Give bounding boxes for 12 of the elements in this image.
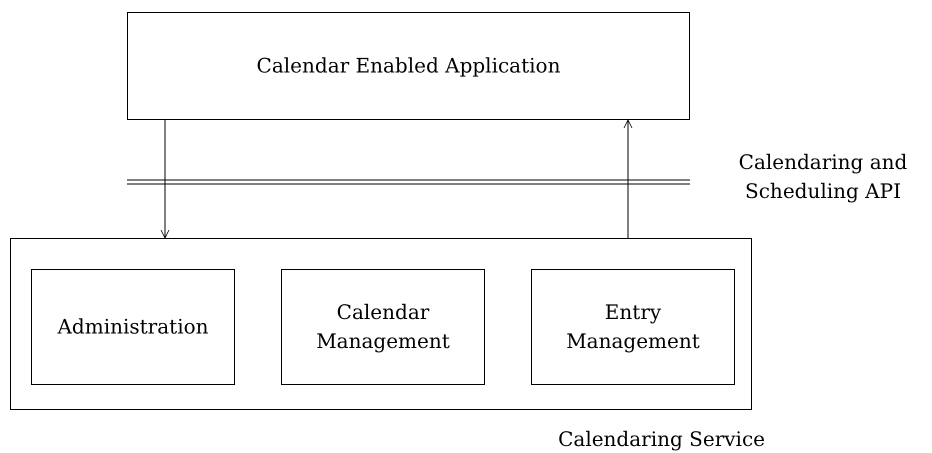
node-label: Entry Management (565, 299, 701, 355)
application-box (127, 12, 690, 120)
node-label: Calendar Enabled Application (256, 52, 562, 80)
node-label: Administration (56, 314, 210, 340)
component-box (281, 269, 485, 385)
component-box (531, 269, 735, 385)
interface-label: Calendaring and Scheduling API (738, 149, 908, 205)
arrow (160, 120, 170, 238)
component-box (31, 269, 235, 385)
arrow (624, 120, 632, 238)
node-label: Calendaring Service (558, 426, 765, 453)
node-label: Calendar Management (315, 299, 451, 355)
